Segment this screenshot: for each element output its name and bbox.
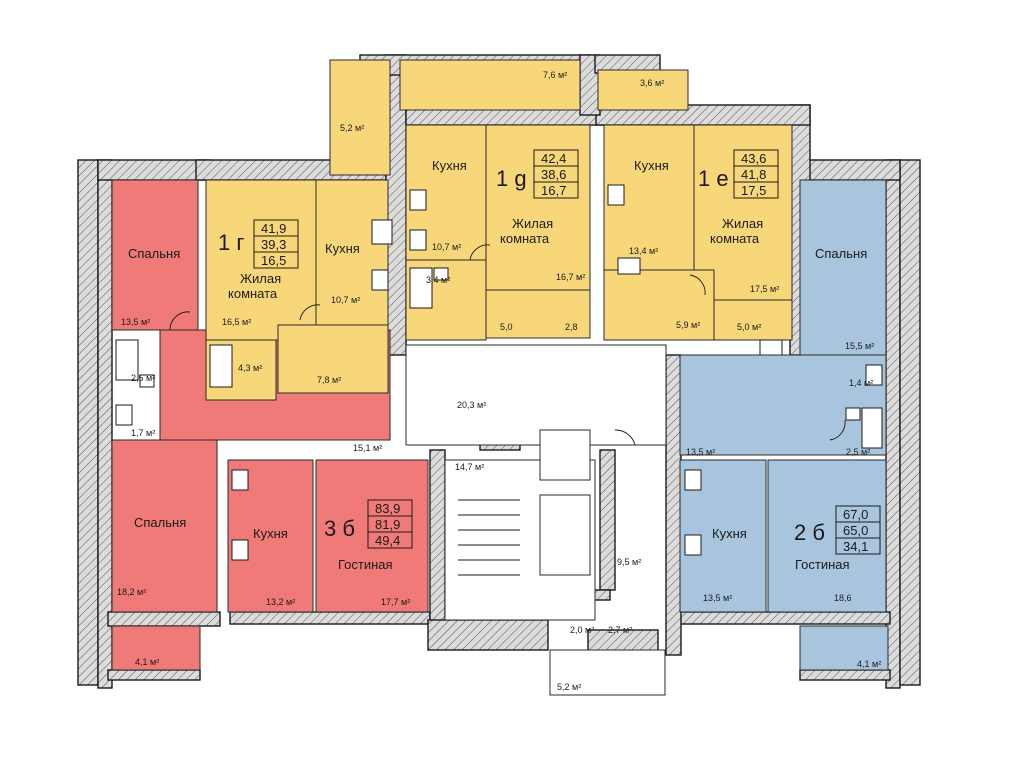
apartment-tag-2b: 2 б 67,0 65,0 34,1: [794, 505, 881, 555]
kitchen-label: Кухня: [325, 241, 360, 256]
area-label: 20,3 м²: [457, 400, 486, 410]
area-label: 3,4 м²: [426, 275, 450, 285]
area-label: 13,5 м²: [121, 317, 150, 327]
useful-area: 81,9: [375, 517, 400, 532]
useful-area: 39,3: [261, 237, 286, 252]
area-label: 5,9 м²: [676, 320, 700, 330]
kitchen-label: Кухня: [432, 158, 467, 173]
area-label: 17,7 м²: [381, 597, 410, 607]
total-area: 41,9: [261, 221, 286, 236]
area-label: 10,7 м²: [331, 295, 360, 305]
apartment-2b: [679, 179, 889, 671]
area-label: 7,6 м²: [543, 70, 567, 80]
area-label: 4,1 м²: [857, 659, 881, 669]
living-room-label-2: комната: [710, 231, 760, 246]
living-room-label: Жилая: [722, 216, 763, 231]
area-label: 17,5 м²: [750, 284, 779, 294]
area-label: 15,5 м²: [845, 341, 874, 351]
apartment-number: 1 г: [218, 230, 244, 255]
useful-area: 38,6: [541, 167, 566, 182]
area-label: 13,2 м²: [266, 597, 295, 607]
apartment-number: 1 g: [496, 166, 527, 191]
area-label: 7,8 м²: [317, 375, 341, 385]
area-label: 2,7 м²: [608, 625, 632, 635]
area-label: 2,0 м²: [570, 625, 594, 635]
apartment-tag-1e: 1 е 43,6 41,8 17,5: [698, 149, 779, 199]
area-label: 5,2 м²: [557, 682, 581, 692]
area-label: 2,5 м²: [846, 447, 870, 457]
area-labels: 7,6 м² 3,6 м² 5,2 м² 13,5 м² 16,5 м² 10,…: [117, 70, 881, 692]
common-areas: [405, 344, 667, 696]
apartment-1d: [399, 59, 591, 341]
total-area: 42,4: [541, 151, 566, 166]
living-room-label: Гостиная: [795, 557, 850, 572]
living-area: 17,5: [741, 183, 766, 198]
apartment-tag-3b: 3 б 83,9 81,9 49,4: [324, 499, 413, 549]
bedroom-label: Спальня: [134, 515, 186, 530]
living-room-label: Жилая: [240, 271, 281, 286]
doors-and-stairs: [169, 244, 846, 576]
apartment-tags: 1 г 41,9 39,3 16,5 1 g 42,4 38,6 16,7 1 …: [218, 149, 881, 555]
living-room-label-2: комната: [228, 286, 278, 301]
kitchen-label: Кухня: [712, 526, 747, 541]
total-area: 83,9: [375, 501, 400, 516]
apartment-number: 3 б: [324, 516, 355, 541]
area-label: 9,5 м²: [617, 557, 641, 567]
living-area: 16,5: [261, 253, 286, 268]
area-label: 5,0 м²: [737, 322, 761, 332]
area-label: 14,7 м²: [455, 462, 484, 472]
area-label: 18,6: [834, 593, 852, 603]
area-label: 3,6 м²: [640, 78, 664, 88]
area-label: 5,0: [500, 322, 513, 332]
kitchen-label: Кухня: [634, 158, 669, 173]
area-label: 1,4 м²: [849, 378, 873, 388]
area-label: 2,5 м²: [131, 373, 155, 383]
living-area: 34,1: [843, 539, 868, 554]
area-label: 13,5 м²: [703, 593, 732, 603]
area-label: 2,8: [565, 322, 578, 332]
apartment-number: 1 е: [698, 166, 729, 191]
bedroom-label: Спальня: [128, 246, 180, 261]
living-area: 49,4: [375, 533, 400, 548]
apartment-tag-1g: 1 г 41,9 39,3 16,5: [218, 219, 299, 269]
area-label: 4,1 м²: [135, 657, 159, 667]
area-label: 4,3 м²: [238, 363, 262, 373]
room-labels: Спальня Кухня Жилая комната Кухня Жилая …: [128, 158, 867, 572]
area-label: 10,7 м²: [432, 242, 461, 252]
useful-area: 41,8: [741, 167, 766, 182]
apartment-tag-1d: 1 g 42,4 38,6 16,7: [496, 149, 579, 199]
area-label: 5,2 м²: [340, 123, 364, 133]
living-room-label: Гостиная: [338, 557, 393, 572]
total-area: 67,0: [843, 507, 868, 522]
bedroom-label: Спальня: [815, 246, 867, 261]
area-label: 13,5 м²: [686, 447, 715, 457]
area-label: 15,1 м²: [353, 443, 382, 453]
useful-area: 65,0: [843, 523, 868, 538]
kitchen-label: Кухня: [253, 526, 288, 541]
area-label: 16,7 м²: [556, 272, 585, 282]
living-room-label: Жилая: [512, 216, 553, 231]
living-area: 16,7: [541, 183, 566, 198]
area-label: 18,2 м²: [117, 587, 146, 597]
area-label: 16,5 м²: [222, 317, 251, 327]
total-area: 43,6: [741, 151, 766, 166]
area-label: 1,7 м²: [131, 428, 155, 438]
living-room-label-2: комната: [500, 231, 550, 246]
apartment-1g: [205, 59, 393, 401]
area-label: 13,4 м²: [629, 246, 658, 256]
apartment-number: 2 б: [794, 520, 825, 545]
